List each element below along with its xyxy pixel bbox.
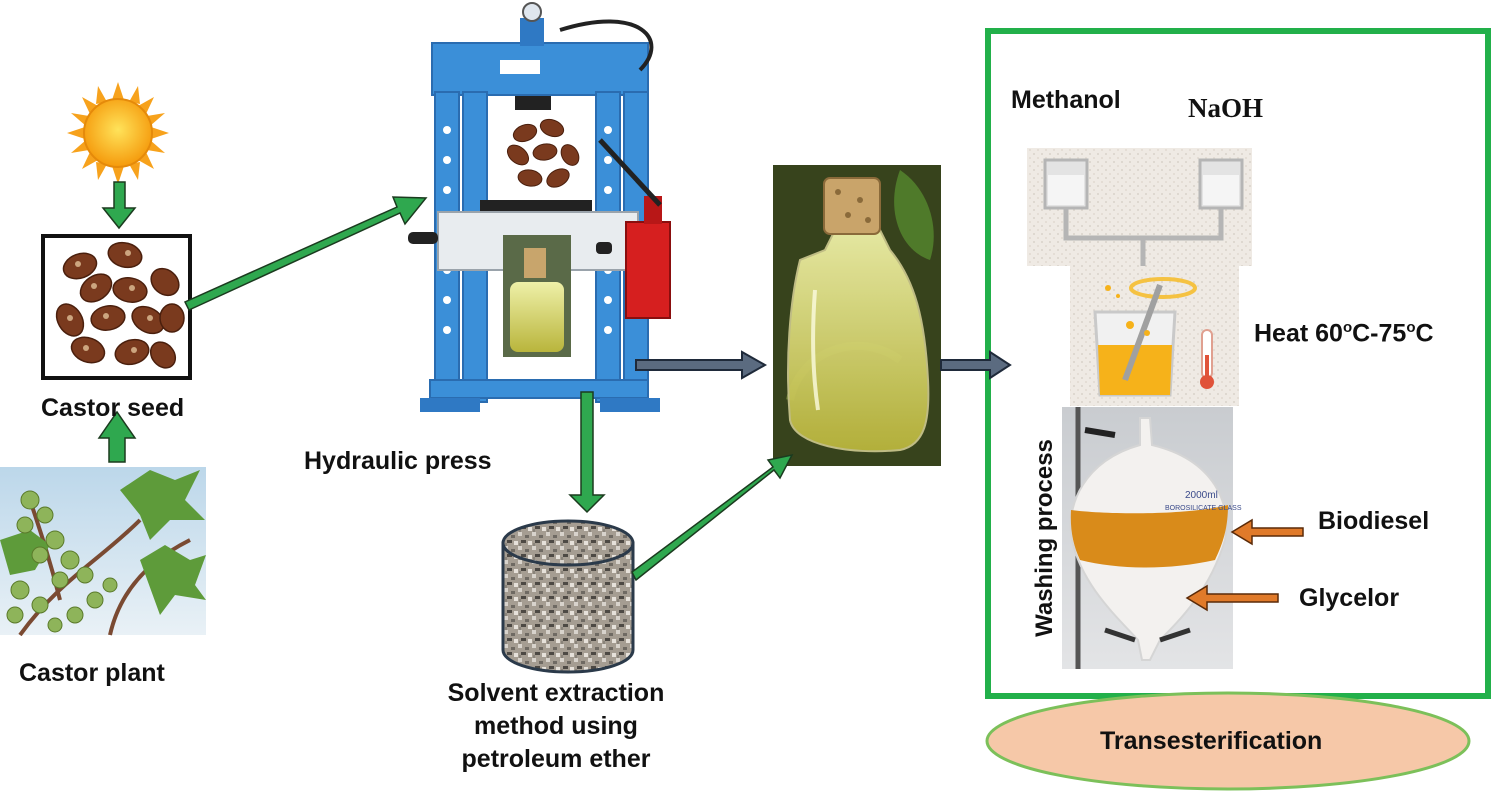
orange-arrows (1185, 518, 1304, 612)
solvent-extraction-line3: petroleum ether (461, 745, 651, 773)
glycelor-label: Glycelor (1299, 584, 1400, 612)
arrow-barrel-to-bottle (631, 453, 794, 582)
arrow-bottle-to-transesterification (940, 350, 1012, 380)
arrow-glycelor (1185, 584, 1279, 612)
arrow-biodiesel (1230, 518, 1304, 546)
sun-icon (67, 82, 169, 184)
solvent-barrel-icon (501, 519, 635, 674)
castor-seed-label: Castor seed (41, 394, 185, 422)
castor-plant-label: Castor plant (19, 659, 165, 687)
washing-process-label: Washing process (1031, 439, 1058, 637)
arrow-press-to-bottle (635, 350, 768, 380)
thermometer-icon (1200, 329, 1214, 389)
arrow-seed-to-press (183, 196, 428, 311)
green-arrows (97, 181, 794, 582)
heat-prefix: Heat 60 (1254, 319, 1343, 348)
hydraulic-press-label: Hydraulic press (304, 447, 492, 475)
heat-suffix: C (1415, 319, 1434, 348)
heated-beaker-icon (1070, 266, 1239, 406)
transesterification-ellipse (985, 691, 1471, 791)
oil-bottle-icon (773, 165, 941, 466)
reagent-beaker-icon (1027, 148, 1252, 266)
hydraulic-press-icon (408, 2, 671, 412)
degree-mark-2: o (1406, 319, 1416, 336)
solvent-extraction-line1: Solvent extraction (447, 679, 665, 707)
navy-arrows (635, 350, 1012, 380)
transesterification-label: Transesterification (1100, 727, 1323, 755)
castor-seed-icon (41, 234, 192, 380)
biodiesel-label: Biodiesel (1318, 507, 1430, 535)
heat-mid: C-75 (1352, 319, 1407, 348)
degree-mark-1: o (1342, 319, 1353, 336)
arrow-press-to-barrel (568, 391, 606, 514)
naoh-label: NaOH (1188, 93, 1264, 123)
arrow-sun-to-seed (101, 181, 137, 230)
flask-brand: BOROSILICATE GLASS (1165, 505, 1242, 512)
heat-label: Heat 60oC-75oC (1254, 319, 1434, 348)
arrow-plant-to-seed (97, 410, 137, 463)
castor-plant-icon (0, 467, 206, 637)
flask-marking: 2000ml (1185, 490, 1218, 501)
separatory-funnel-icon: 2000ml BOROSILICATE GLASS (1062, 407, 1242, 669)
solvent-extraction-line2: method using (474, 712, 638, 740)
solvent-extraction-label: Solvent extraction method using petroleu… (406, 677, 706, 776)
methanol-label: Methanol (1011, 86, 1121, 114)
